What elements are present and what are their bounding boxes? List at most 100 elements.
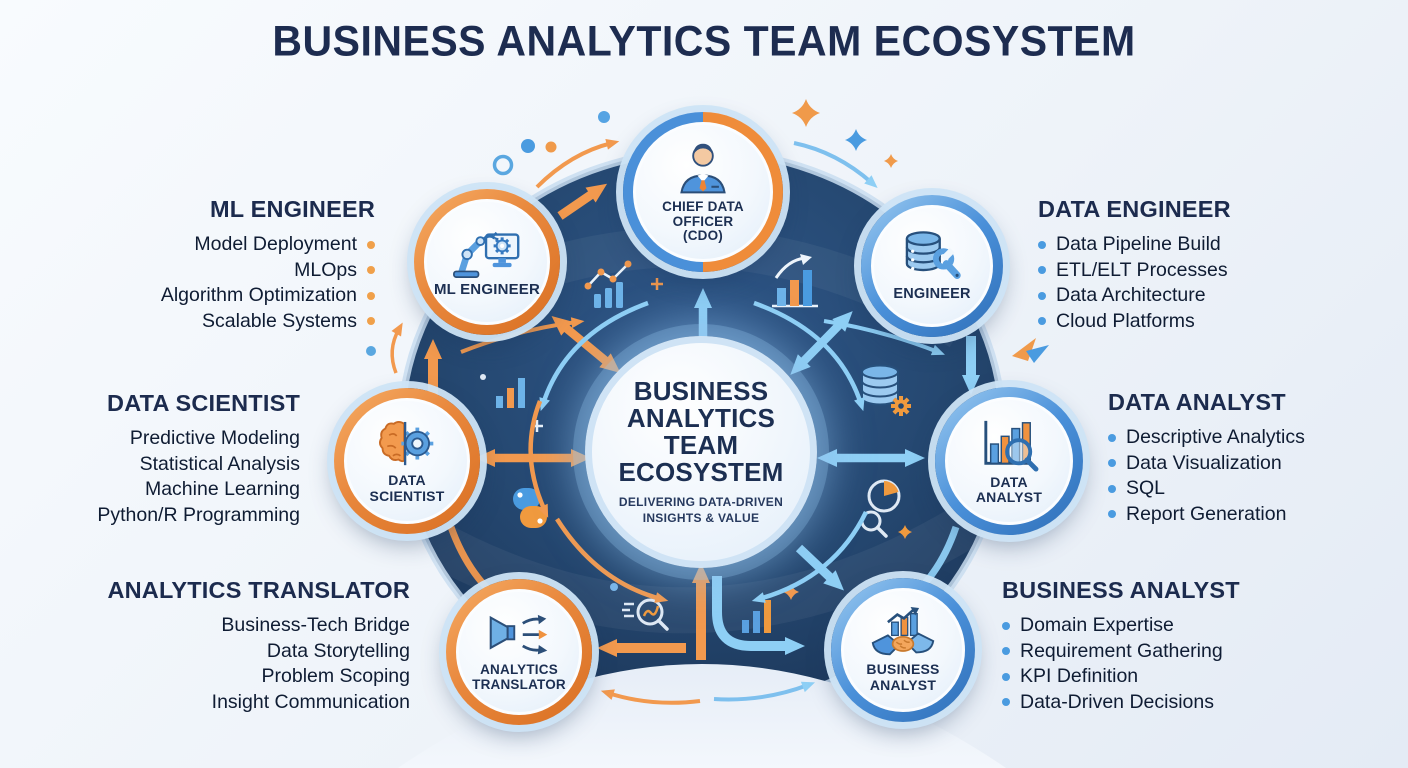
skill-row: Insight Communication (78, 690, 410, 716)
data-analyst-block: DATA ANALYST Descriptive Analytics Data … (1108, 389, 1403, 527)
analytics-translator-block: ANALYTICS TRANSLATOR Business-Tech Bridg… (78, 577, 410, 715)
block-title: ANALYTICS TRANSLATOR (107, 577, 410, 603)
hub-subtitle: DELIVERING DATA-DRIVEN INSIGHTS & VALUE (619, 495, 783, 526)
dot-decoration (521, 139, 535, 153)
node-ring: DATA ANALYST (935, 387, 1083, 535)
skill-item: MLOps (294, 258, 357, 281)
node-label: ML ENGINEER (434, 282, 540, 299)
skill-row: Data Visualization (1108, 451, 1403, 477)
skill-item: ETL/ELT Processes (1056, 258, 1228, 281)
skill-item: Requirement Gathering (1020, 639, 1223, 662)
skill-item: Data Storytelling (266, 639, 410, 662)
skill-row: Cloud Platforms (1038, 309, 1368, 335)
skill-row: Data Storytelling (78, 639, 410, 665)
skill-row: Python/R Programming (0, 503, 300, 529)
skill-item: Cloud Platforms (1056, 309, 1195, 332)
skill-row: Algorithm Optimization (30, 283, 375, 309)
ml-engineer-block: ML ENGINEER Model Deployment MLOps Algor… (30, 196, 375, 334)
skill-row: Model Deployment (30, 232, 375, 258)
bullet-dot (367, 240, 375, 249)
node-ring: DATA SCIENTIST (334, 388, 480, 534)
skill-item: Domain Expertise (1020, 614, 1174, 636)
bullet-dot (1038, 266, 1046, 275)
node-data-analyst: DATA ANALYST (935, 387, 1083, 535)
skill-item: Machine Learning (144, 478, 300, 500)
page-title: BUSINESS ANALYTICS TEAM ECOSYSTEM (272, 16, 1136, 66)
growth-bar-chart-decoration (772, 254, 818, 308)
node-ring: ENGINEER (861, 195, 1003, 337)
skill-item: Data Visualization (1126, 451, 1282, 474)
skill-item: SQL (1126, 477, 1166, 499)
skill-item: Data Pipeline Build (1056, 233, 1221, 255)
node-data-scientist: DATA SCIENTIST (334, 388, 480, 534)
megaphone-arrows-icon (489, 614, 548, 655)
node-analytics-translator: ANALYTICS TRANSLATOR (446, 579, 592, 725)
sparkle (845, 129, 867, 151)
node-ring: ML ENGINEER (414, 189, 560, 335)
node-ml-engineer: ML ENGINEER (414, 189, 560, 335)
node-label: DATA SCIENTIST (370, 472, 445, 504)
node-label-line: BUSINESS (866, 661, 940, 678)
bullet-dot (367, 317, 375, 326)
brain-gear-icon (379, 421, 434, 466)
skill-row: Descriptive Analytics (1108, 425, 1403, 451)
dot-decoration (366, 346, 376, 356)
sparkle (884, 154, 898, 168)
node-data-engineer: ENGINEER (861, 195, 1003, 337)
skill-row: Problem Scoping (78, 664, 411, 690)
skill-row: Domain Expertise (1002, 613, 1332, 639)
skill-row: Business-Tech Bridge (78, 613, 410, 639)
executive-person-icon (680, 143, 726, 194)
bullet-dot (367, 291, 375, 300)
node-label-line: TRANSLATOR (472, 676, 566, 692)
hub-title: BUSINESS ANALYTICS TEAM ECOSYSTEM (618, 375, 784, 487)
skill-item: Python/R Programming (97, 503, 300, 526)
node-business-analyst: BUSINESS ANALYST (831, 578, 975, 722)
hub-subtitle-line: INSIGHTS & VALUE (642, 510, 760, 525)
node-label-line: (CDO) (683, 228, 723, 244)
bullet-dot (1038, 291, 1046, 300)
skill-item: Statistical Analysis (139, 452, 300, 475)
skill-row: Requirement Gathering (1002, 639, 1332, 665)
block-title: DATA ENGINEER (1038, 196, 1231, 222)
skill-item: Insight Communication (211, 690, 410, 713)
node-label-line: ENGINEER (893, 286, 971, 303)
paper-plane-decoration (1012, 338, 1049, 363)
hub-title-line: ECOSYSTEM (618, 456, 784, 487)
bullet-dot (1108, 459, 1116, 468)
node-label-line: CHIEF DATA (662, 198, 744, 214)
skill-row: Data Pipeline Build (1038, 232, 1368, 258)
block-title: DATA SCIENTIST (107, 390, 300, 416)
dot-decoration (610, 583, 618, 591)
node-ring: ANALYTICS TRANSLATOR (446, 579, 592, 725)
skill-row: Data Architecture (1038, 283, 1368, 309)
database-wrench-icon (905, 231, 961, 279)
node-label-line: DATA (388, 472, 426, 489)
hub-title-line: TEAM (663, 429, 739, 460)
skill-item: Problem Scoping (261, 665, 411, 687)
skill-row: ETL/ELT Processes (1038, 258, 1368, 284)
data-engineer-block: DATA ENGINEER Data Pipeline Build ETL/EL… (1038, 196, 1368, 334)
bullet-dot (367, 266, 375, 275)
plus-sparkle (651, 278, 663, 290)
sparkle (783, 584, 799, 600)
node-label: CHIEF DATA OFFICER (CDO) (662, 198, 744, 245)
bullet-dot (1002, 647, 1010, 656)
hub-title-line: ANALYTICS (626, 402, 776, 433)
skill-row: Scalable Systems (30, 309, 375, 335)
data-scientist-block: DATA SCIENTIST Predictive Modeling Stati… (0, 390, 300, 528)
magnifier-trend-decoration (622, 598, 669, 631)
bullet-dot (1108, 510, 1116, 519)
dot-decoration (545, 141, 557, 153)
node-label: ENGINEER (893, 286, 971, 303)
hub-title-line: BUSINESS (633, 375, 769, 406)
skill-row: KPI Definition (1002, 664, 1332, 690)
node-label: BUSINESS ANALYST (866, 661, 940, 693)
business-analyst-block: BUSINESS ANALYST Domain Expertise Requir… (1002, 577, 1332, 715)
database-gear-decoration (861, 364, 911, 416)
node-label-line: DATA (990, 473, 1028, 490)
skill-item: Data-Driven Decisions (1020, 690, 1214, 713)
ring-decoration (492, 154, 514, 176)
block-title: ML ENGINEER (210, 196, 375, 222)
